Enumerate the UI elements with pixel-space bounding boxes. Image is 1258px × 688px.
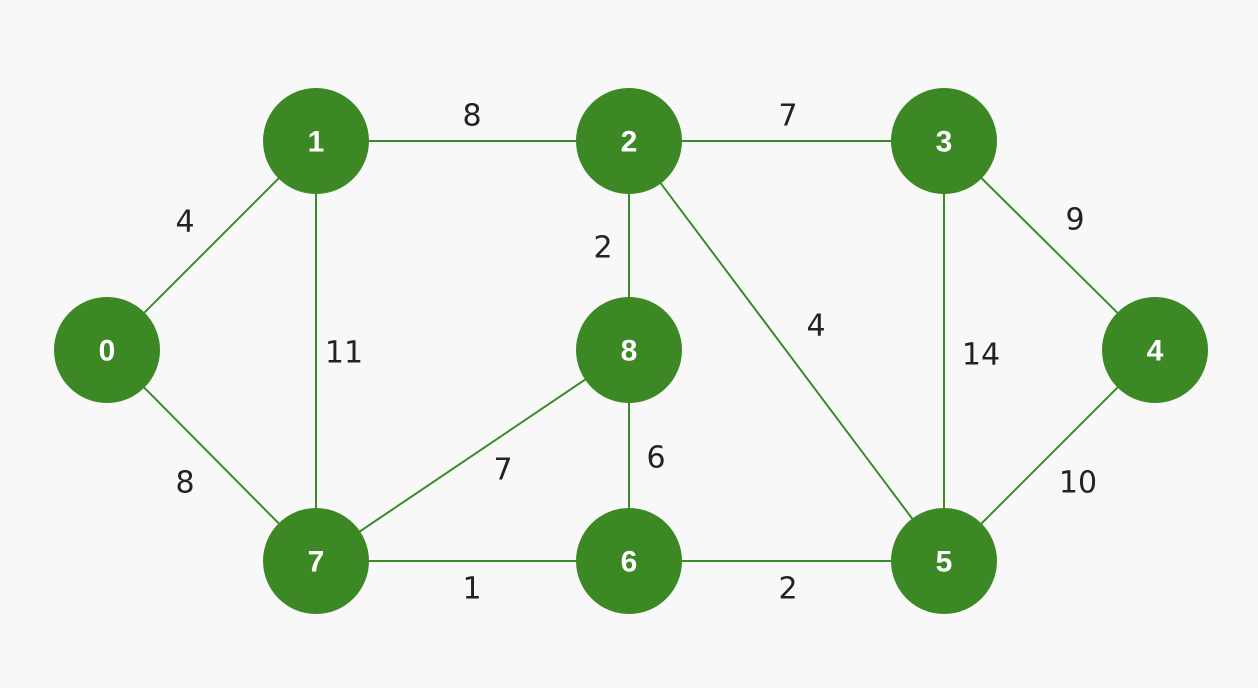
- node-4: 4: [1102, 297, 1208, 403]
- node-label-6: 6: [621, 546, 638, 579]
- node-label-0: 0: [99, 335, 116, 368]
- node-circle-0: [54, 297, 160, 403]
- edge-weight-2-3: 7: [778, 99, 797, 134]
- edge-weights-layer: 4 8 8 11 7 2 4 9 14 10 2 1 6 7: [175, 99, 1097, 607]
- node-circle-7: [263, 508, 369, 614]
- node-circle-8: [576, 297, 682, 403]
- node-circle-3: [891, 88, 997, 194]
- node-circle-6: [576, 508, 682, 614]
- edge-weight-4-5: 10: [1059, 466, 1097, 501]
- edge-weight-5-6: 2: [778, 572, 797, 607]
- node-1: 1: [263, 88, 369, 194]
- node-label-8: 8: [621, 335, 638, 368]
- node-label-7: 7: [308, 546, 325, 579]
- node-7: 7: [263, 508, 369, 614]
- node-circle-5: [891, 508, 997, 614]
- node-circle-1: [263, 88, 369, 194]
- edge-weight-6-8: 6: [646, 441, 665, 476]
- node-6: 6: [576, 508, 682, 614]
- edge-weight-3-4: 9: [1065, 203, 1084, 238]
- edge-weight-1-2: 8: [462, 99, 481, 134]
- edge-weight-6-7: 1: [462, 572, 481, 607]
- edge-weight-7-8: 7: [493, 453, 512, 488]
- edge-weight-1-7: 11: [325, 336, 363, 371]
- node-2: 2: [576, 88, 682, 194]
- node-label-3: 3: [936, 126, 953, 159]
- edge-7-8: [315, 349, 630, 562]
- edge-weight-2-8: 2: [593, 231, 612, 266]
- edge-weight-3-5: 14: [962, 338, 1000, 373]
- nodes-layer: 0 1 2 3 4 5 6 7 8: [54, 88, 1208, 614]
- node-circle-4: [1102, 297, 1208, 403]
- node-8: 8: [576, 297, 682, 403]
- edge-weight-0-1: 4: [175, 205, 194, 240]
- node-3: 3: [891, 88, 997, 194]
- edge-2-5: [628, 140, 945, 562]
- edge-weight-2-5: 4: [806, 309, 825, 344]
- node-label-2: 2: [621, 126, 638, 159]
- node-label-1: 1: [308, 126, 325, 159]
- node-circle-2: [576, 88, 682, 194]
- edge-weight-0-7: 8: [175, 466, 194, 501]
- node-0: 0: [54, 297, 160, 403]
- node-label-5: 5: [936, 546, 953, 579]
- node-label-4: 4: [1147, 335, 1164, 368]
- node-5: 5: [891, 508, 997, 614]
